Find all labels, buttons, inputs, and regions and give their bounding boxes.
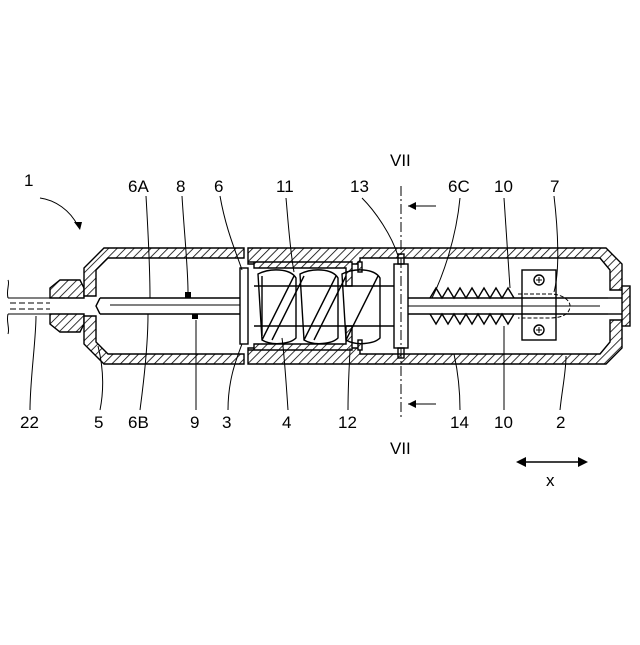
label-8: 8 — [176, 177, 185, 196]
marker-9 — [192, 314, 198, 319]
label-9: 9 — [190, 413, 199, 432]
label-6B: 6B — [128, 413, 149, 432]
label-4: 4 — [282, 413, 291, 432]
label-VII-bottom: VII — [390, 439, 411, 458]
label-fig-1: 1 — [24, 171, 33, 190]
left-nut — [50, 280, 84, 332]
label-12: 12 — [338, 413, 357, 432]
label-6: 6 — [214, 177, 223, 196]
rod-6C — [408, 286, 630, 326]
cable-22 — [7, 280, 50, 334]
label-7: 7 — [550, 177, 559, 196]
label-22: 22 — [20, 413, 39, 432]
label-5: 5 — [94, 413, 103, 432]
marker-8 — [185, 292, 191, 298]
section-line-VII — [401, 186, 436, 420]
label-6A: 6A — [128, 177, 149, 196]
label-10-bottom: 10 — [494, 413, 513, 432]
label-3: 3 — [222, 413, 231, 432]
leader-lines — [30, 196, 566, 410]
label-x: x — [546, 471, 555, 490]
label-6C: 6C — [448, 177, 470, 196]
bracket-7 — [518, 270, 570, 340]
housing-5 — [84, 248, 244, 364]
label-10-top: 10 — [494, 177, 513, 196]
inner-cable-6 — [96, 292, 240, 319]
direction-arrow-x — [516, 457, 588, 467]
label-VII-top: VII — [390, 151, 411, 170]
plate-3 — [240, 268, 248, 344]
spring-11 — [254, 270, 394, 344]
label-14: 14 — [450, 413, 469, 432]
label-2: 2 — [556, 413, 565, 432]
label-13: 13 — [350, 177, 369, 196]
block-13 — [394, 254, 408, 358]
label-11: 11 — [276, 177, 294, 196]
